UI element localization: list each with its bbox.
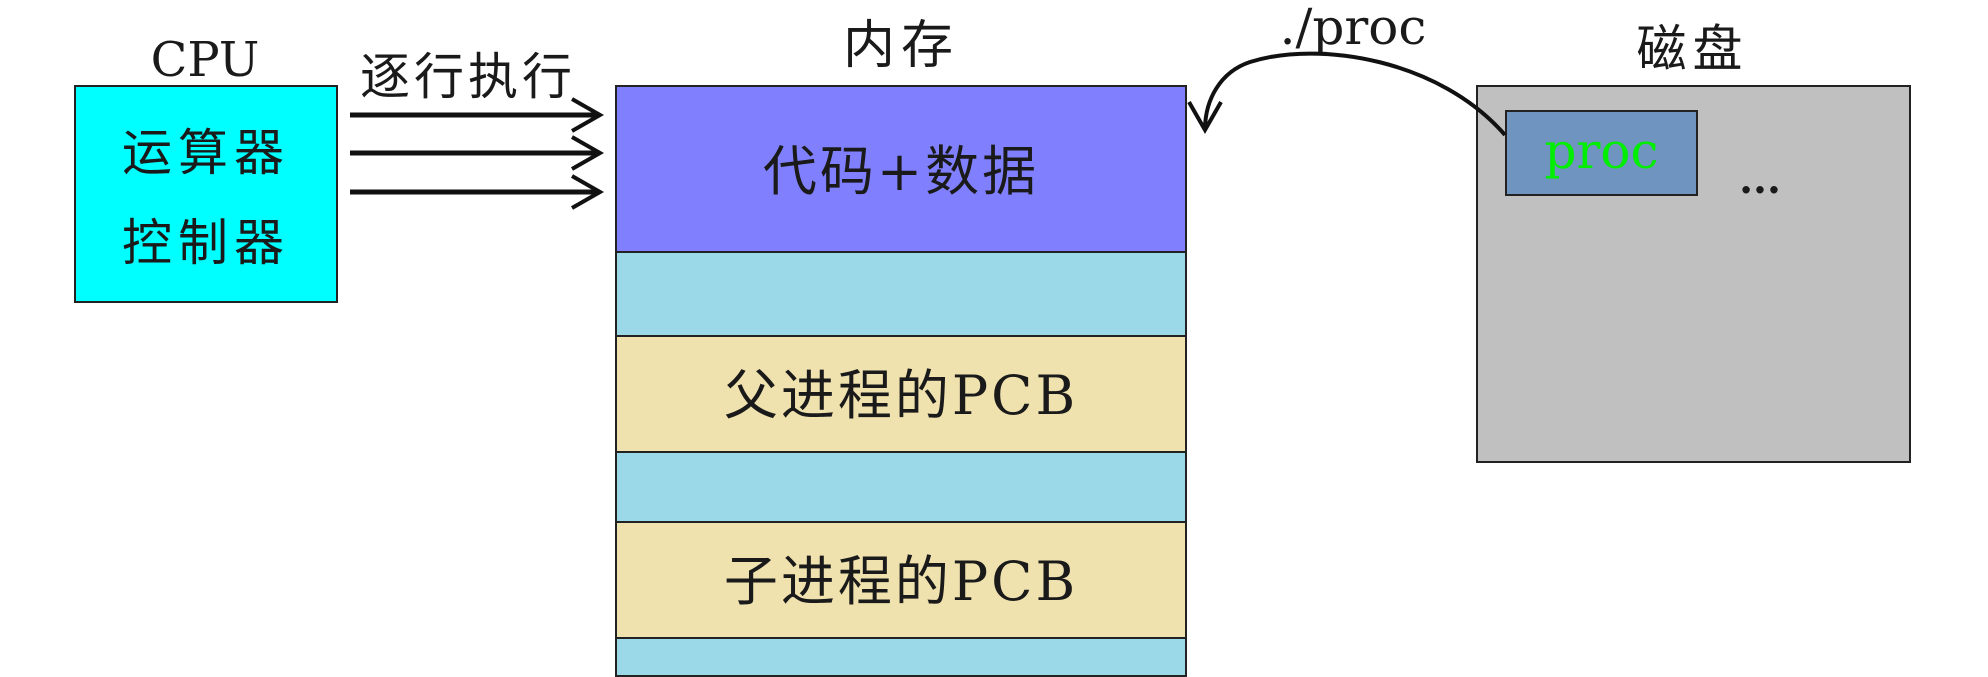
cpu-title: CPU	[150, 32, 260, 88]
disk-more-ellipsis: ...	[1739, 156, 1781, 203]
memory-segment-free	[615, 451, 1187, 523]
child-pcb-label: 子进程的PCB	[723, 550, 1079, 613]
load-path-label: ./proc	[1279, 0, 1427, 56]
cpu-controller-label: 控制器	[122, 214, 290, 272]
memory-segment-code-data: 代码+数据	[615, 85, 1187, 253]
proc-file-box	[1505, 110, 1698, 196]
cpu-alu-label: 运算器	[122, 124, 290, 182]
memory-segment-parent-pcb: 父进程的PCB	[615, 335, 1187, 453]
execution-arrows	[350, 97, 605, 210]
memory-title: 内存	[842, 16, 959, 76]
memory-block: 代码+数据 父进程的PCB 子进程的PCB	[615, 85, 1187, 677]
proc-file-label: proc	[1544, 122, 1659, 180]
code-data-label: 代码+数据	[762, 140, 1040, 203]
arrows-layer	[350, 51, 1507, 210]
execution-label: 逐行执行	[360, 48, 576, 106]
memory-segment-child-pcb: 子进程的PCB	[615, 521, 1187, 639]
cpu-box	[74, 85, 338, 303]
parent-pcb-label: 父进程的PCB	[723, 364, 1079, 427]
load-arrow	[1187, 51, 1507, 137]
disk-title: 磁盘	[1636, 20, 1749, 78]
